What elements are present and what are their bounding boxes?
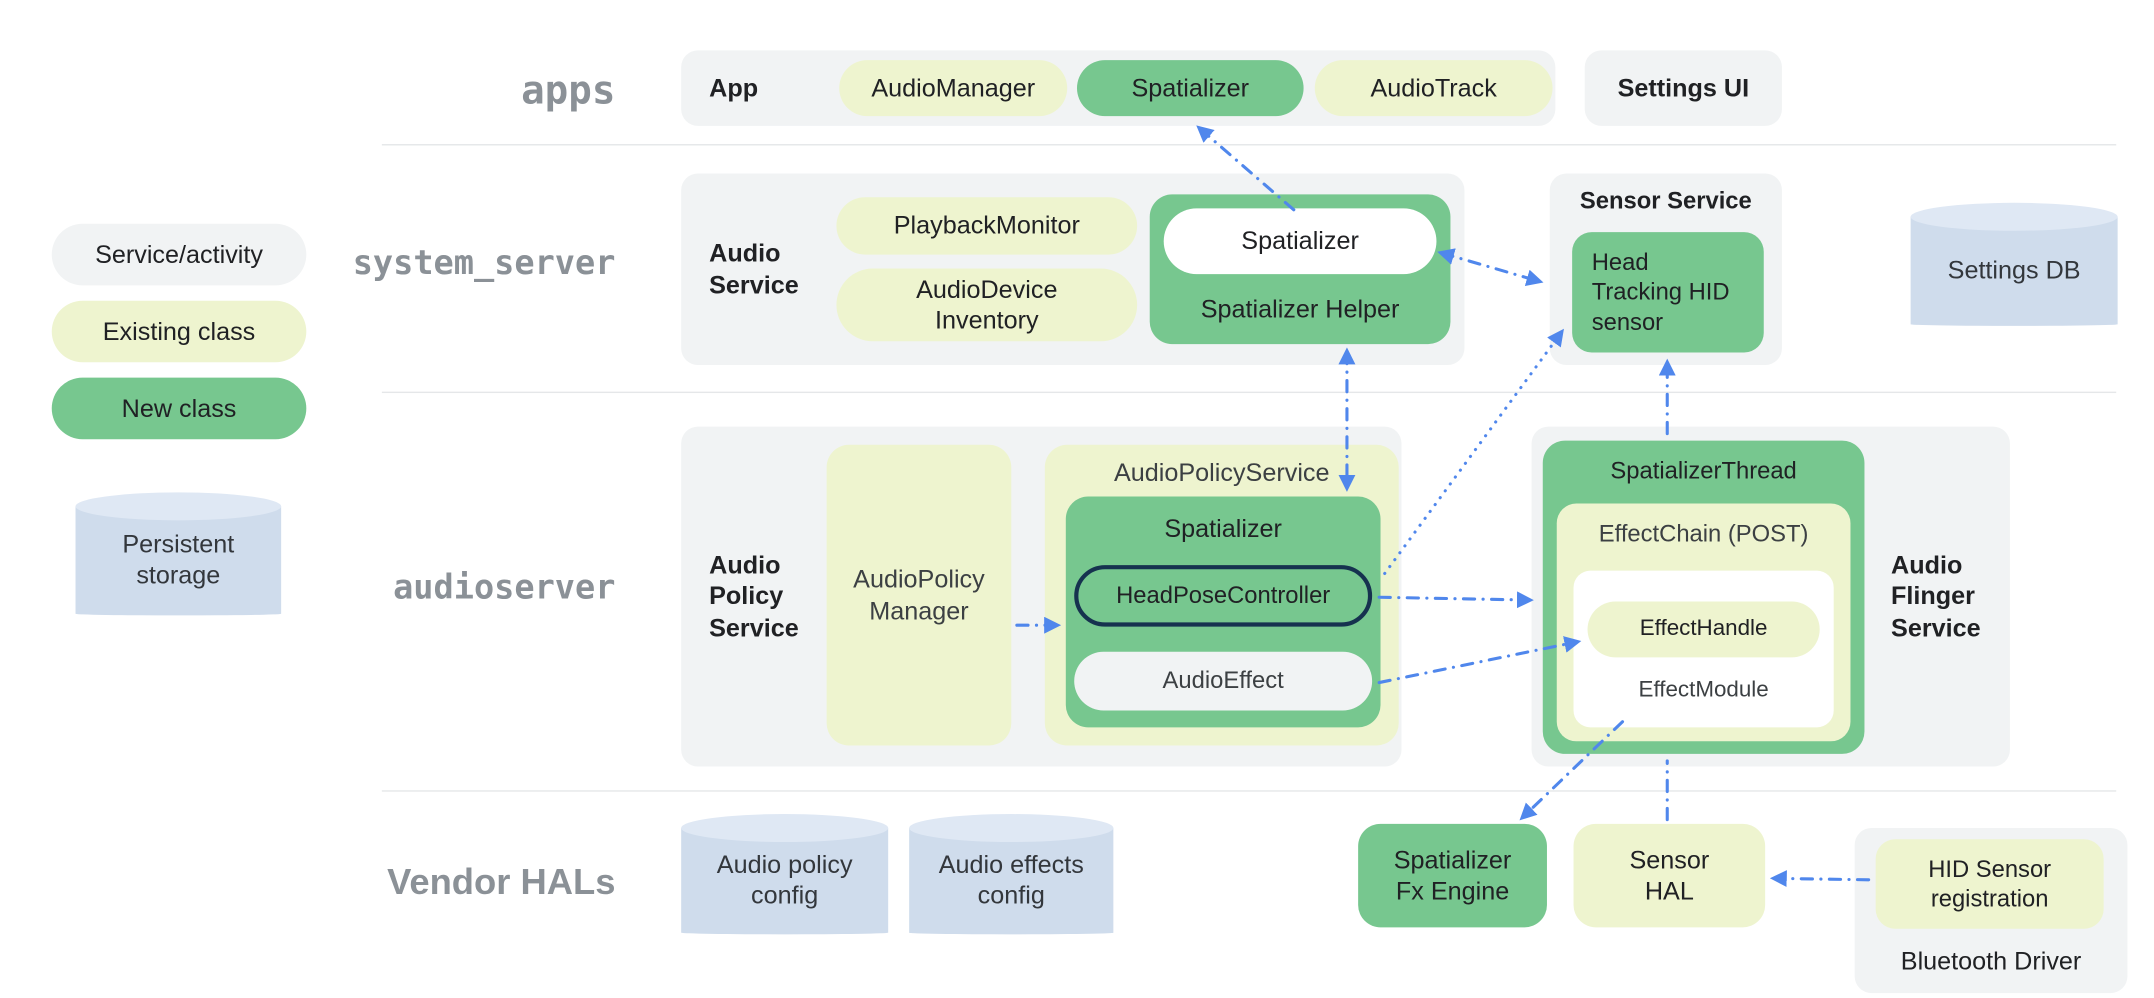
playbackmonitor-node: PlaybackMonitor [836, 197, 1138, 255]
head-tracking-hid-sensor-node: Head Tracking HID sensor [1572, 232, 1764, 353]
audio-effects-config-label: Audio effects config [938, 849, 1084, 910]
legend-new-class-label: New class [121, 393, 237, 422]
audiotrack-label: AudioTrack [1370, 73, 1497, 102]
settings-db-cylinder: Settings DB [1910, 202, 2118, 326]
bluetooth-driver-label: Bluetooth Driver [1900, 946, 2082, 975]
cylinder-top [1910, 202, 2118, 231]
effecthandle-node: EffectHandle [1587, 601, 1820, 658]
legend-new-class: New class [51, 377, 307, 440]
audiomanager-label: AudioManager [871, 73, 1036, 102]
cylinder-top [909, 814, 1114, 843]
spatializer-fx-engine-node: Spatializer Fx Engine [1358, 823, 1547, 928]
sensor-hal-node: Sensor HAL [1573, 823, 1766, 928]
effecthandle-label: EffectHandle [1639, 616, 1768, 641]
audiodevice-inventory-label: AudioDevice Inventory [916, 274, 1058, 335]
audiomanager-node: AudioManager [839, 60, 1068, 117]
cylinder-body [681, 828, 889, 935]
audioserver-spatializer-label: Spatializer [1164, 514, 1282, 543]
audio-policy-config-label: Audio policy config [716, 849, 853, 910]
divider-audioserver-vendorhals [381, 790, 2117, 792]
spatializer-fx-engine-label: Spatializer Fx Engine [1393, 845, 1512, 905]
systemserver-spatializer-node: Spatializer [1163, 208, 1437, 275]
systemserver-spatializer-label: Spatializer [1241, 226, 1359, 255]
head-tracking-hid-sensor-label: Head Tracking HID sensor [1591, 249, 1730, 336]
headposecontroller-label: HeadPoseController [1116, 581, 1331, 609]
settings-db-label: Settings DB [1947, 255, 2081, 284]
settings-ui-node: Settings UI [1584, 50, 1782, 126]
audiopolicyservice-label: AudioPolicyService [1113, 458, 1330, 487]
legend-persistent-storage-cylinder: Persistent storage [75, 492, 282, 616]
settings-ui-label: Settings UI [1617, 73, 1750, 102]
app-label: App [709, 73, 759, 102]
cylinder-body [909, 828, 1114, 935]
legend-existing-class: Existing class [51, 300, 307, 363]
arrow-headposecontroller-to-spatializerthread [1377, 591, 1534, 609]
audiotrack-node: AudioTrack [1314, 60, 1553, 117]
audio-service-label: Audio Service [709, 239, 799, 299]
sensor-hal-label: Sensor HAL [1629, 845, 1710, 905]
legend-persistent-storage-label: Persistent storage [122, 529, 235, 589]
divider-apps-systemserver [381, 144, 2117, 146]
audiopolicy-manager-node: AudioPolicy Manager [826, 444, 1012, 746]
legend-existing-class-label: Existing class [102, 316, 256, 345]
audio-policy-config-cylinder: Audio policy config [681, 814, 889, 935]
audioeffect-label: AudioEffect [1162, 667, 1284, 694]
hid-sensor-registration-label: HID Sensor registration [1928, 855, 2052, 912]
effectmodule-label: EffectModule [1638, 678, 1769, 703]
layer-label-vendor-hals: Vendor HALs [387, 860, 616, 903]
audio-policy-service-label: Audio Policy Service [709, 550, 799, 642]
divider-systemserver-audioserver [381, 391, 2117, 394]
audio-flinger-service-label: Audio Flinger Service [1891, 550, 1981, 642]
layer-label-system-server: system_server [352, 243, 616, 283]
layer-label-apps: apps [521, 67, 616, 114]
audio-effects-config-cylinder: Audio effects config [909, 814, 1114, 935]
cylinder-top [75, 492, 282, 521]
cylinder-body [1910, 216, 2118, 326]
sensor-service-label: Sensor Service [1579, 187, 1752, 215]
headposecontroller-node: HeadPoseController [1074, 565, 1373, 627]
spatializer-helper-label: Spatializer Helper [1200, 294, 1400, 323]
playbackmonitor-label: PlaybackMonitor [893, 211, 1080, 240]
spatializerthread-label: SpatializerThread [1610, 457, 1797, 485]
legend-service-activity-label: Service/activity [95, 239, 263, 268]
audioeffect-node: AudioEffect [1074, 651, 1373, 711]
app-spatializer-node: Spatializer [1076, 60, 1304, 117]
effectchain-label: EffectChain (POST) [1598, 520, 1809, 548]
audiopolicy-manager-label: AudioPolicy Manager [853, 565, 985, 625]
cylinder-body [75, 506, 282, 616]
app-spatializer-label: Spatializer [1131, 73, 1250, 102]
layer-label-audioserver: audioserver [393, 567, 616, 608]
audiodevice-inventory-node: AudioDevice Inventory [836, 268, 1138, 342]
cylinder-top [681, 814, 889, 843]
hid-sensor-registration-node: HID Sensor registration [1875, 839, 2104, 929]
legend-service-activity: Service/activity [51, 223, 307, 286]
